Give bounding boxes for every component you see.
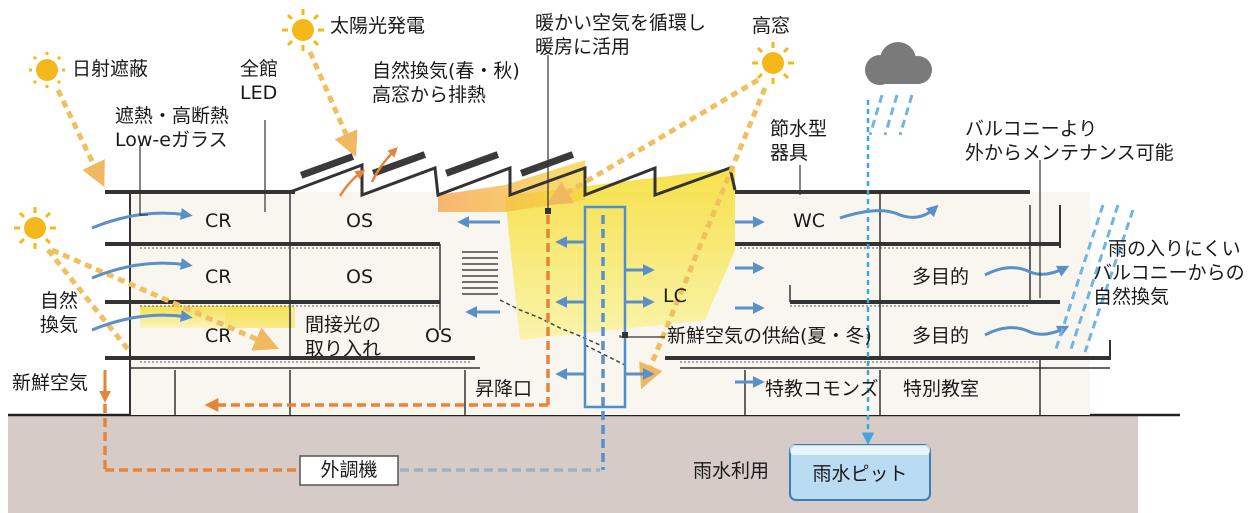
cloud-icon [865, 42, 932, 85]
natural-vent-spring-label-1: 自然換気(春・秋) [372, 60, 520, 82]
room-os-1f: OS [425, 325, 453, 347]
room-lc: LC [663, 285, 687, 307]
room-multipurpose-2f: 多目的 [912, 266, 970, 288]
rainwater-pit-top [790, 445, 930, 455]
natural-vent-spring-label-2: 高窓から排熱 [372, 84, 487, 106]
warm-air-label-2: 暖房に活用 [535, 36, 631, 58]
duct-point-2 [622, 332, 628, 338]
rain-icon [868, 94, 1135, 353]
indirect-light-glow-2 [225, 306, 295, 328]
indirect-light-label-2: 取り入れ [305, 338, 382, 360]
special-commons-label: 特教コモンズ [765, 378, 879, 400]
water-saving-label-2: 器具 [770, 142, 809, 164]
rain-balcony-label-2: バルコニーからの [1093, 262, 1245, 284]
leader-lines [139, 55, 1041, 338]
ground [8, 415, 1138, 513]
fresh-air-supply-label: 新鮮空気の供給(夏・冬) [667, 325, 872, 347]
lc-duct-box [583, 205, 627, 409]
high-window-label: 高窓 [752, 15, 791, 37]
rain-balcony-label-1: 雨の入りにくい [1108, 238, 1241, 260]
room-multipurpose-1f: 多目的 [912, 325, 970, 347]
full-led-label-2: LED [240, 82, 278, 104]
solar-power-label: 太陽光発電 [330, 15, 426, 37]
natural-vent-label-1: 自然 [40, 290, 79, 312]
duct-point [545, 208, 551, 214]
room-cr-3f: CR [205, 210, 232, 232]
glass-label-2: Low-eガラス [115, 129, 228, 151]
outdoor-unit-box [299, 455, 399, 486]
sun-icon [14, 9, 794, 249]
right-block [665, 190, 1111, 415]
water-saving-label-1: 節水型 [770, 118, 828, 140]
room-cr-1f: CR [205, 325, 232, 347]
natural-vent-label-2: 換気 [40, 314, 79, 336]
room-os-3f: OS [346, 210, 374, 232]
special-classroom-label: 特別教室 [903, 378, 980, 400]
room-cr-2f: CR [205, 266, 232, 288]
fresh-air-label: 新鮮空気 [12, 372, 89, 394]
rainwater-pit-label: 雨水ピット [812, 463, 908, 485]
glass-label-1: 遮熱・高断熱 [115, 105, 230, 127]
solar-panel-icon [300, 151, 575, 179]
fresh-air-duct [103, 215, 550, 472]
warm-air-label-1: 暖かい空気を循環し [535, 12, 707, 34]
shading-label: 日射遮蔽 [72, 58, 149, 80]
slab-hatch [140, 247, 1040, 363]
full-led-label-1: 全館 [240, 58, 279, 80]
rain-balcony-label-3: 自然換気 [1093, 286, 1170, 308]
room-wc: WC [793, 210, 826, 232]
balcony-maint-label-2: 外からメンテナンス可能 [965, 142, 1174, 164]
exhaust-arrows [338, 147, 398, 197]
indirect-light-label-1: 間接光の [305, 314, 382, 336]
stair-icon [462, 251, 626, 366]
balcony-maint-label-1: バルコニーより [965, 118, 1098, 140]
sun-rays [46, 50, 768, 390]
outdoor-unit-label: 外調機 [320, 459, 378, 481]
floor-slabs [105, 190, 480, 415]
room-os-2f: OS [346, 266, 374, 288]
lift-shaft-label: 昇降口 [475, 378, 533, 400]
sawtooth-roof [289, 162, 737, 198]
rainwater-use-label: 雨水利用 [693, 460, 770, 482]
